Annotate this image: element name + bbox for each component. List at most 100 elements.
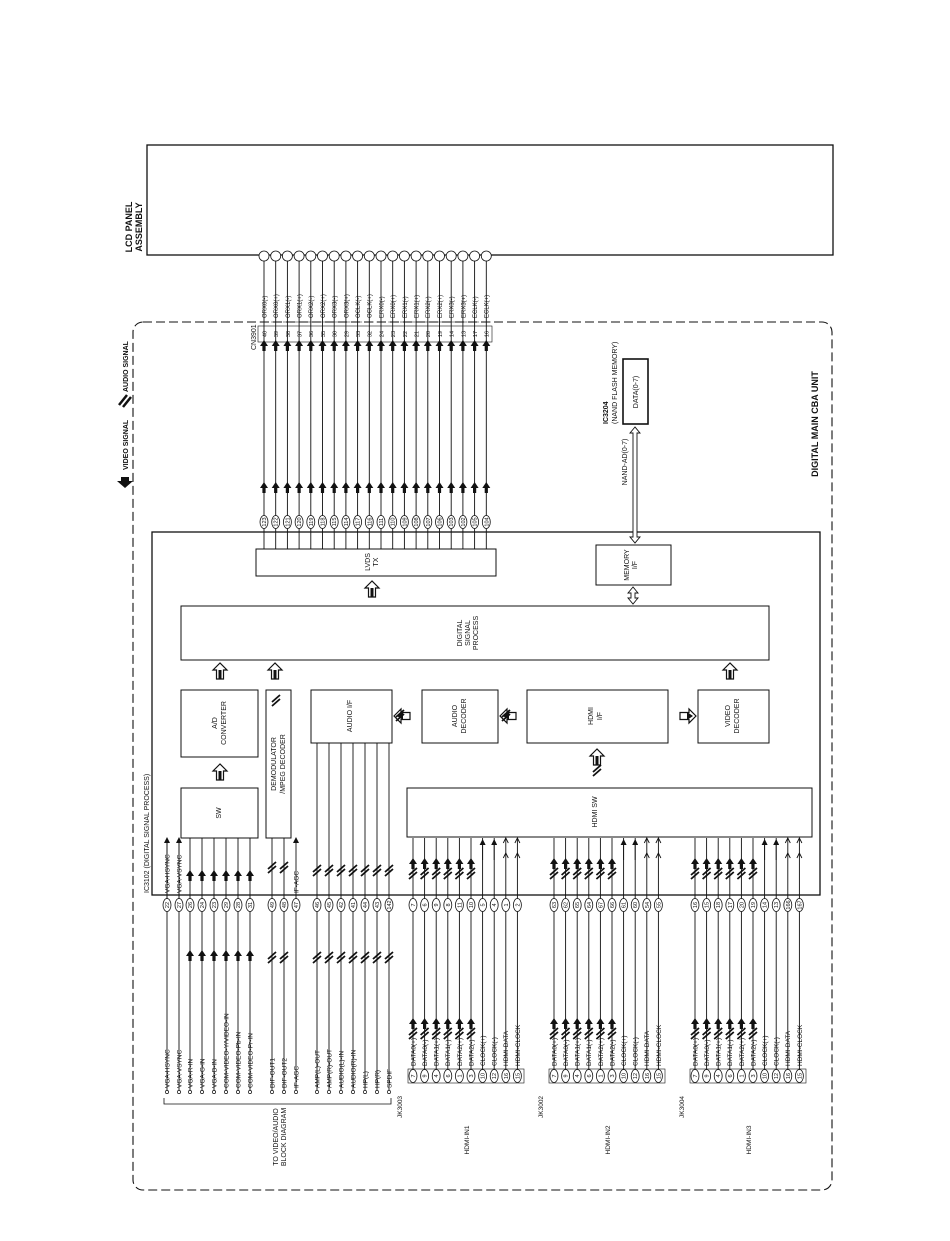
- hdmi-port-2-line-5-signal: DATA2(-): [609, 1040, 616, 1066]
- hdmi-port-3-line-7-ic-pin-circle: [771, 898, 781, 912]
- lvds-line-8-arrow-conn: [353, 340, 362, 351]
- hdmi-if-label-2: I/F: [597, 712, 604, 720]
- audio-decoder-audio-mark: [395, 709, 405, 722]
- ic3102-title: IC3102 (DIGITAL SIGNAL PROCESS): [144, 774, 151, 893]
- audio-line-1-signal: AMP(R)-OUT: [326, 1049, 333, 1088]
- lvds-line-14-pin-number: 107: [426, 517, 432, 526]
- lcd-panel-box: [146, 144, 834, 256]
- lvds-line-19-arrow-ic: [482, 482, 491, 493]
- lvds-line-18-conn-number: 17: [473, 331, 479, 337]
- hdmi-port-2-line-1-hatch-ic: [561, 867, 571, 880]
- lvds-line-2-pin-number: 121: [285, 517, 291, 526]
- hdmi-port-3-line-3-hatch-ic: [725, 867, 735, 880]
- hdmi-port-3-line-8-ic-pin-circle: [783, 898, 793, 912]
- lvds-line-7-conn-number: 29: [344, 331, 350, 337]
- audio-line-6-signal: SPDIF: [386, 1069, 393, 1088]
- hdmi-port-2-line-3-hatch-low: [584, 1027, 594, 1040]
- hdmi-port-1-line-5-jack-pin-circle: [466, 1069, 476, 1083]
- lvds-line-5-arrow-ic: [318, 482, 327, 493]
- hdmi-sw-label: HDMI SW: [592, 796, 599, 828]
- hdmi-port-1-line-3-hatch-low: [443, 1027, 453, 1040]
- hdmi-port-2-line-0-hatch-low: [549, 1027, 559, 1040]
- lvds-line-1-conn-number: 39: [274, 331, 280, 337]
- hdmi-port-2-line-1-arrow-low: [561, 1018, 570, 1029]
- hdmi-sw-block: [406, 787, 813, 838]
- lvds-line-12-conn-number: 22: [403, 331, 409, 337]
- lvds-line-2-signal: ORX1(-): [286, 296, 292, 318]
- lvds-line-15-arrow-ic: [435, 482, 444, 493]
- hdmi-port-2-line-9-jack-pin-number: 15: [656, 1073, 662, 1079]
- hdmi-port-2-line-3-arrow-low: [584, 1018, 593, 1029]
- lvds-line-17-signal: ERX3(+): [461, 295, 467, 318]
- lvds-line-14-signal: ERX2(-): [426, 296, 432, 318]
- dif-line-2-ic-signal: IF-AGC: [293, 871, 300, 893]
- lvds-line-11-pin-number: 110: [391, 518, 397, 527]
- lvds-line-11-pin-circle: [388, 515, 398, 529]
- hdmi-port-3-line-2-jack-pin-number: 4: [716, 1074, 722, 1077]
- hdmi-port-1-line-7-ic-pin-number: 4: [492, 903, 498, 906]
- hdmi-port-1-line-3-jack-pin-number: 6: [446, 1074, 452, 1077]
- hdmi-port-1-line-3-arrow-low: [443, 1018, 452, 1029]
- hdmi-port-1-line-4-signal: DATA2(+): [457, 1038, 464, 1066]
- video-decoder-to-dsp-arrow-fill: [728, 670, 732, 679]
- dif-line-2-terminal: [294, 1090, 298, 1094]
- lvds-line-8-terminal: [352, 250, 364, 262]
- hdmi-port-3-line-0-hatch-low: [690, 1027, 700, 1040]
- hdmi-port-1-line-2-hatch-low: [431, 1027, 441, 1040]
- vga-line-5-pin-number: 29: [224, 902, 230, 908]
- lcd-title-2: ASSEMBLY: [134, 202, 144, 251]
- hdmi-port-1-line-1-jack-pin-circle: [420, 1069, 430, 1083]
- hdmi-port-3-line-4-ic-pin-number: 20: [739, 902, 745, 908]
- hdmi-port-1-line-6-jack-pin-circle: [478, 1069, 488, 1083]
- hdmi-port-1-line-4-ic-pin-circle: [454, 898, 464, 912]
- hdmi-port-2-line-2-arrow-low: [573, 1018, 582, 1029]
- vga-line-6-signal: COM-VIDEO-Pb-IN: [235, 1031, 242, 1088]
- audio-line-0-signal: AMP(L)-OUT: [314, 1050, 321, 1088]
- hdmi-port-2-line-0-ic-pin-circle: [549, 898, 559, 912]
- lvds-line-15-pin-number: 106: [438, 517, 444, 526]
- audio-line-5-hatch-low: [372, 951, 382, 964]
- lvds-line-10-terminal: [375, 250, 387, 262]
- hdmi-port-3-line-8-jack-pin-circle: [783, 1069, 793, 1083]
- vga-line-3-arrow-low: [198, 950, 206, 961]
- hdmi-port-3-line-9-jack-pin-circle: [795, 1069, 804, 1083]
- hdmi-port-1-line-1-signal: DATA0(-): [422, 1040, 429, 1066]
- lvds-line-14-arrow-conn: [423, 340, 432, 351]
- vga-line-1-signal: VGA-VSYNC: [176, 1049, 183, 1088]
- lvds-line-18-arrow-ic: [470, 482, 479, 493]
- lvds-label-1: LVDS: [365, 553, 372, 571]
- hdmi-port-1-line-5-hatch-low: [466, 1027, 476, 1040]
- dsp-label-3: PROCESS: [473, 616, 480, 651]
- video-decoder-block: [697, 689, 770, 744]
- audio-line-1-pin-number: 45: [327, 902, 333, 908]
- dif-line-0-signal: DIF-OUT1: [269, 1058, 276, 1088]
- connector-name: CN3901: [251, 324, 258, 350]
- hdmi-port-3-line-0-arrow-ic: [691, 858, 699, 869]
- hdmi-port-3-line-2-jack-pin-circle: [713, 1069, 723, 1083]
- lvds-line-15-pin-circle: [435, 515, 444, 529]
- dif-line-2-signal: IF-AGC: [293, 1066, 300, 1088]
- audio-line-2-signal: AUDIO(L)-IN: [338, 1051, 345, 1089]
- hdmi-port-1-line-0-ic-pin-circle: [408, 898, 418, 912]
- unit-title: DIGITAL MAIN CBA UNIT: [810, 371, 820, 477]
- hdmi-port-1-line-8-jack-pin-circle: [501, 1069, 511, 1083]
- hdmi-port-2-line-7-ic-pin-circle: [630, 898, 640, 912]
- hdmi-port-1-line-4-arrow-ic: [455, 858, 464, 869]
- hdmi-port-3-line-6-ic-pin-circle: [760, 898, 769, 912]
- hdmi-port-2-line-4-ic-pin-circle: [596, 898, 605, 912]
- hdmi-port-2-line-3-ic-pin-number: 64: [587, 902, 593, 908]
- hdmi-port-2-line-9-signal: HDMI-CLOCK: [656, 1024, 663, 1066]
- hdmi-port-1-line-2-arrow-ic: [432, 858, 441, 869]
- hdmi-port-3-line-9-jack-pin-number: 15: [797, 1073, 803, 1079]
- hdmi-port-3-line-7-signal: CLOCK(-): [774, 1037, 781, 1066]
- hdmi-port-3-line-4-hatch-ic: [736, 867, 746, 880]
- lvds-line-9-arrow-conn: [365, 340, 374, 351]
- hdmi-port-2-line-8-jack-pin-circle: [642, 1069, 652, 1083]
- audio-line-1-terminal: [327, 1090, 331, 1094]
- hdmi-port-1-line-5-jack-pin-number: 3: [469, 1074, 475, 1077]
- nand-pin: DATA(0-7): [633, 376, 640, 408]
- lvds-line-18-pin-circle: [470, 515, 480, 529]
- lvds-line-0-pin-circle: [259, 515, 269, 529]
- lvds-line-8-signal: OCLK(-): [356, 296, 362, 318]
